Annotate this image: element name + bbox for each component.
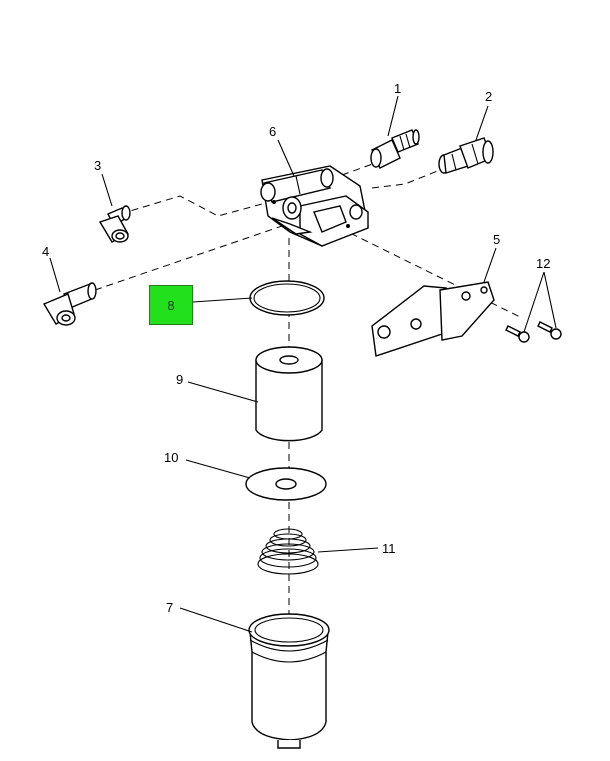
- filter-element-9: [255, 346, 323, 442]
- callout-8-label: 8: [167, 297, 175, 313]
- callout-11: 11: [382, 541, 396, 556]
- callout-6: 6: [269, 124, 276, 139]
- callout-labels: 1 2 3 4 5 6 7 9 10 11 12: [42, 81, 550, 615]
- leader-lines: [49, 95, 557, 633]
- callout-7: 7: [166, 600, 173, 615]
- washer-10: [245, 467, 327, 501]
- callout-9: 9: [176, 372, 183, 387]
- o-ring-8: [249, 280, 325, 316]
- filter-head: [260, 165, 369, 247]
- callout-5: 5: [493, 232, 500, 247]
- callout-2: 2: [485, 89, 492, 104]
- callout-4: 4: [42, 244, 49, 259]
- elbow-fitting-4: [42, 282, 97, 326]
- screws-12: [505, 321, 562, 343]
- fitting-1: [370, 129, 420, 169]
- callout-1: 1: [394, 81, 401, 96]
- spring-11: [257, 528, 319, 575]
- callout-3: 3: [94, 158, 101, 173]
- mounting-bracket-5: [371, 281, 495, 357]
- filter-bowl-7: [248, 613, 330, 749]
- fitting-2: [438, 137, 494, 174]
- callout-12: 12: [536, 256, 550, 271]
- elbow-fitting-3: [98, 205, 131, 243]
- callout-10: 10: [164, 450, 178, 465]
- callout-8-highlighted[interactable]: 8: [149, 285, 193, 325]
